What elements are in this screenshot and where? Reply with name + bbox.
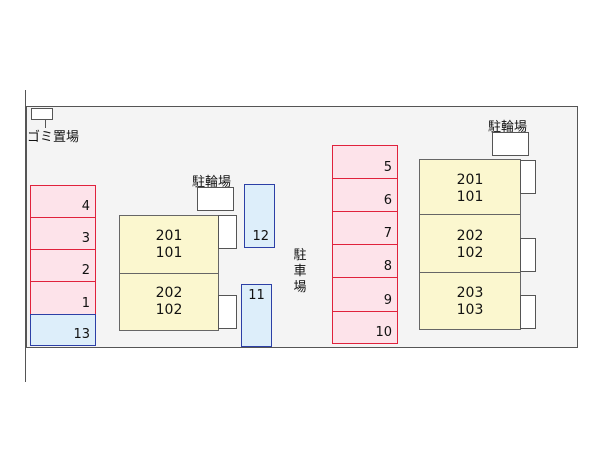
building-right-unit-3: 203 103 xyxy=(419,272,521,330)
balcony-box xyxy=(218,295,237,329)
parking-space-13: 13 xyxy=(30,314,96,346)
parking-space-8: 8 xyxy=(332,244,398,278)
garbage-leader-line xyxy=(45,120,46,128)
parking-number: 13 xyxy=(73,327,90,342)
parking-space-12: 12 xyxy=(244,184,275,248)
parking-space-5: 5 xyxy=(332,145,398,179)
building-left-unit-lower: 202 102 xyxy=(119,273,219,331)
room-number: 202 xyxy=(456,228,484,244)
building-right-unit-1: 201 101 xyxy=(419,159,521,215)
garbage-label: ゴミ置場 xyxy=(27,130,80,145)
parking-number: 8 xyxy=(383,259,392,274)
room-number: 202 xyxy=(155,285,183,301)
building-left-unit-upper: 201 101 xyxy=(119,215,219,274)
parking-number: 6 xyxy=(383,193,392,208)
building-right-unit-2: 202 102 xyxy=(419,214,521,273)
boundary-line xyxy=(25,90,26,382)
bike-parking-box-right xyxy=(492,132,529,156)
room-number: 201 xyxy=(155,228,183,244)
parking-number: 9 xyxy=(383,293,392,308)
parking-space-11: 11 xyxy=(241,284,272,347)
parking-space-6: 6 xyxy=(332,178,398,212)
room-number: 102 xyxy=(155,302,183,318)
parking-space-4: 4 xyxy=(30,185,96,218)
parking-number: 12 xyxy=(252,229,269,244)
garbage-area-box xyxy=(31,108,53,120)
balcony-box xyxy=(520,160,536,194)
balcony-box xyxy=(218,215,237,249)
parking-space-7: 7 xyxy=(332,211,398,245)
balcony-box xyxy=(520,295,536,329)
parking-space-9: 9 xyxy=(332,277,398,312)
balcony-box xyxy=(520,238,536,272)
room-number: 201 xyxy=(456,172,484,188)
parking-number: 1 xyxy=(81,296,90,311)
parking-number: 5 xyxy=(383,160,392,175)
parking-number: 11 xyxy=(248,288,265,303)
parking-number: 7 xyxy=(383,226,392,241)
parking-space-2: 2 xyxy=(30,249,96,282)
parking-number: 3 xyxy=(81,231,90,246)
parking-space-1: 1 xyxy=(30,281,96,315)
room-number: 102 xyxy=(456,245,484,261)
room-number: 101 xyxy=(456,189,484,205)
parking-label: 駐車場 xyxy=(293,248,307,295)
parking-space-3: 3 xyxy=(30,217,96,250)
parking-number: 4 xyxy=(81,199,90,214)
bike-parking-label-left: 駐輪場 xyxy=(192,175,232,190)
parking-number: 2 xyxy=(81,263,90,278)
room-number: 101 xyxy=(155,245,183,261)
bike-parking-box-left xyxy=(197,187,234,211)
bike-parking-label-right: 駐輪場 xyxy=(488,120,528,135)
parking-space-10: 10 xyxy=(332,311,398,344)
room-number: 203 xyxy=(456,285,484,301)
parking-number: 10 xyxy=(375,325,392,340)
room-number: 103 xyxy=(456,302,484,318)
